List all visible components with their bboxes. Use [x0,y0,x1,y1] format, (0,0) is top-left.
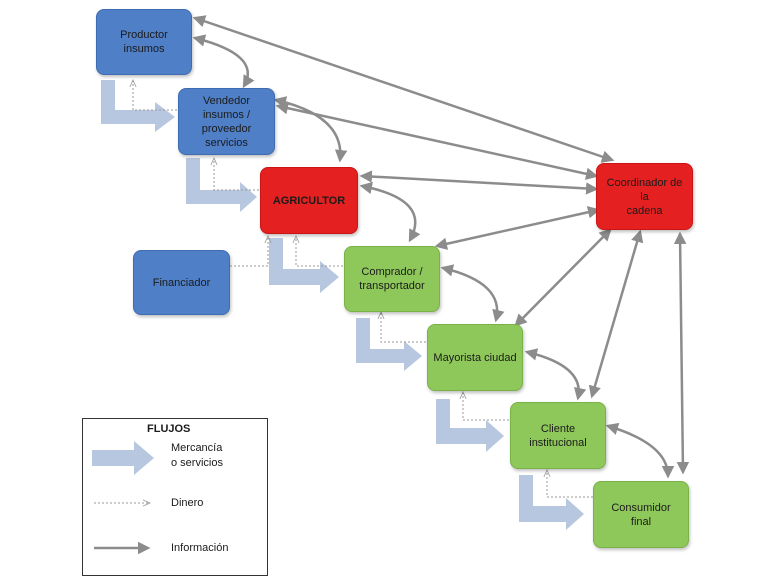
money-arrow-vendedor-productor [133,80,177,111]
node-label-line: Productor [120,29,168,41]
info-arrow-coordinador-agricultor [359,170,599,195]
info-arrow-coordinador-comprador [434,206,601,250]
node-comprador-transportador: Comprador / transportador [344,246,440,312]
node-label-line: AGRICULTOR [272,194,346,207]
node-agricultor: AGRICULTOR [260,167,358,234]
legend-dinero-label: Dinero [171,497,204,509]
node-label-line: Mayorista ciudad [433,351,517,364]
legend-goods-arrow [92,441,154,475]
goods-arrow-cliente-consumidor [519,475,584,530]
node-label-line: Financiador [152,276,211,289]
info-arrow-vendedor-agricultor [273,96,348,163]
info-arrow-comprador-mayorista [440,264,505,323]
node-financiador: Financiador [133,250,230,315]
info-arrow-productor-vendedor [192,34,255,89]
information-flows [192,15,690,479]
node-productor-insumos: Productor insumos [96,9,192,75]
node-label-line: insumos [123,43,165,55]
info-arrow-coordinador-vendedor [275,102,599,180]
legend-mercancia-line2: o servicios [171,457,223,469]
money-arrow-comprador-agricultor [296,236,343,267]
goods-flows [101,80,584,530]
money-arrow-consumidor-cliente [547,470,593,498]
node-label-line: proveedor [201,122,252,135]
legend-box: FLUJOS Mercancía o servicios Dinero Info… [82,418,268,576]
goods-arrow-comprador-mayorista [356,318,422,371]
legend-symbols [92,441,154,555]
legend-title: FLUJOS [147,423,191,435]
node-vendedor-insumos: Vendedor insumos / proveedor servicios [178,88,275,155]
legend-mercancia-line1: Mercancía [171,442,223,454]
node-label-line: servicios [205,136,248,149]
node-coordinador-cadena: Coordinador de la cadena [596,163,693,230]
node-cliente-institucional: Cliente institucional [510,402,606,469]
node-label-line: final [630,515,652,528]
legend-mercancia-label: Mercancía o servicios [171,441,223,471]
money-flows [133,80,593,498]
info-arrow-agricultor-comprador [359,181,421,243]
node-consumidor-final: Consumidor final [593,481,689,548]
node-label-line: Cliente [540,422,576,435]
node-label-line: Comprador / [361,266,423,278]
node-label-line: Coordinador de la [606,176,683,203]
money-arrow-financiador-agricultor [230,236,268,267]
legend-informacion-label: Información [171,542,229,554]
node-label-line: cadena [626,204,663,217]
node-label-line: transportador [359,280,425,292]
goods-arrow-mayorista-cliente [436,399,504,452]
info-arrow-coordinador-consumidor [673,231,690,475]
node-mayorista-ciudad: Mayorista ciudad [427,324,523,391]
node-label-line: insumos / [202,108,251,121]
info-arrow-coordinador-cliente [588,229,644,399]
goods-arrow-vendedor-agricultor [186,158,257,212]
goods-arrow-agricultor-comprador [269,238,339,293]
goods-arrow-productor-vendedor [101,80,175,132]
money-arrow-cliente-mayorista [463,392,509,421]
money-arrow-mayorista-comprador [381,312,426,343]
info-arrow-mayorista-cliente [524,348,587,401]
info-arrow-cliente-consumidor [605,422,675,479]
info-arrow-coordinador-mayorista [514,228,612,327]
money-arrow-agricultor-vendedor [214,158,259,191]
node-label-line: Consumidor [611,501,671,514]
node-label-line: Vendedor [202,94,251,107]
node-label-line: institucional [529,436,587,449]
